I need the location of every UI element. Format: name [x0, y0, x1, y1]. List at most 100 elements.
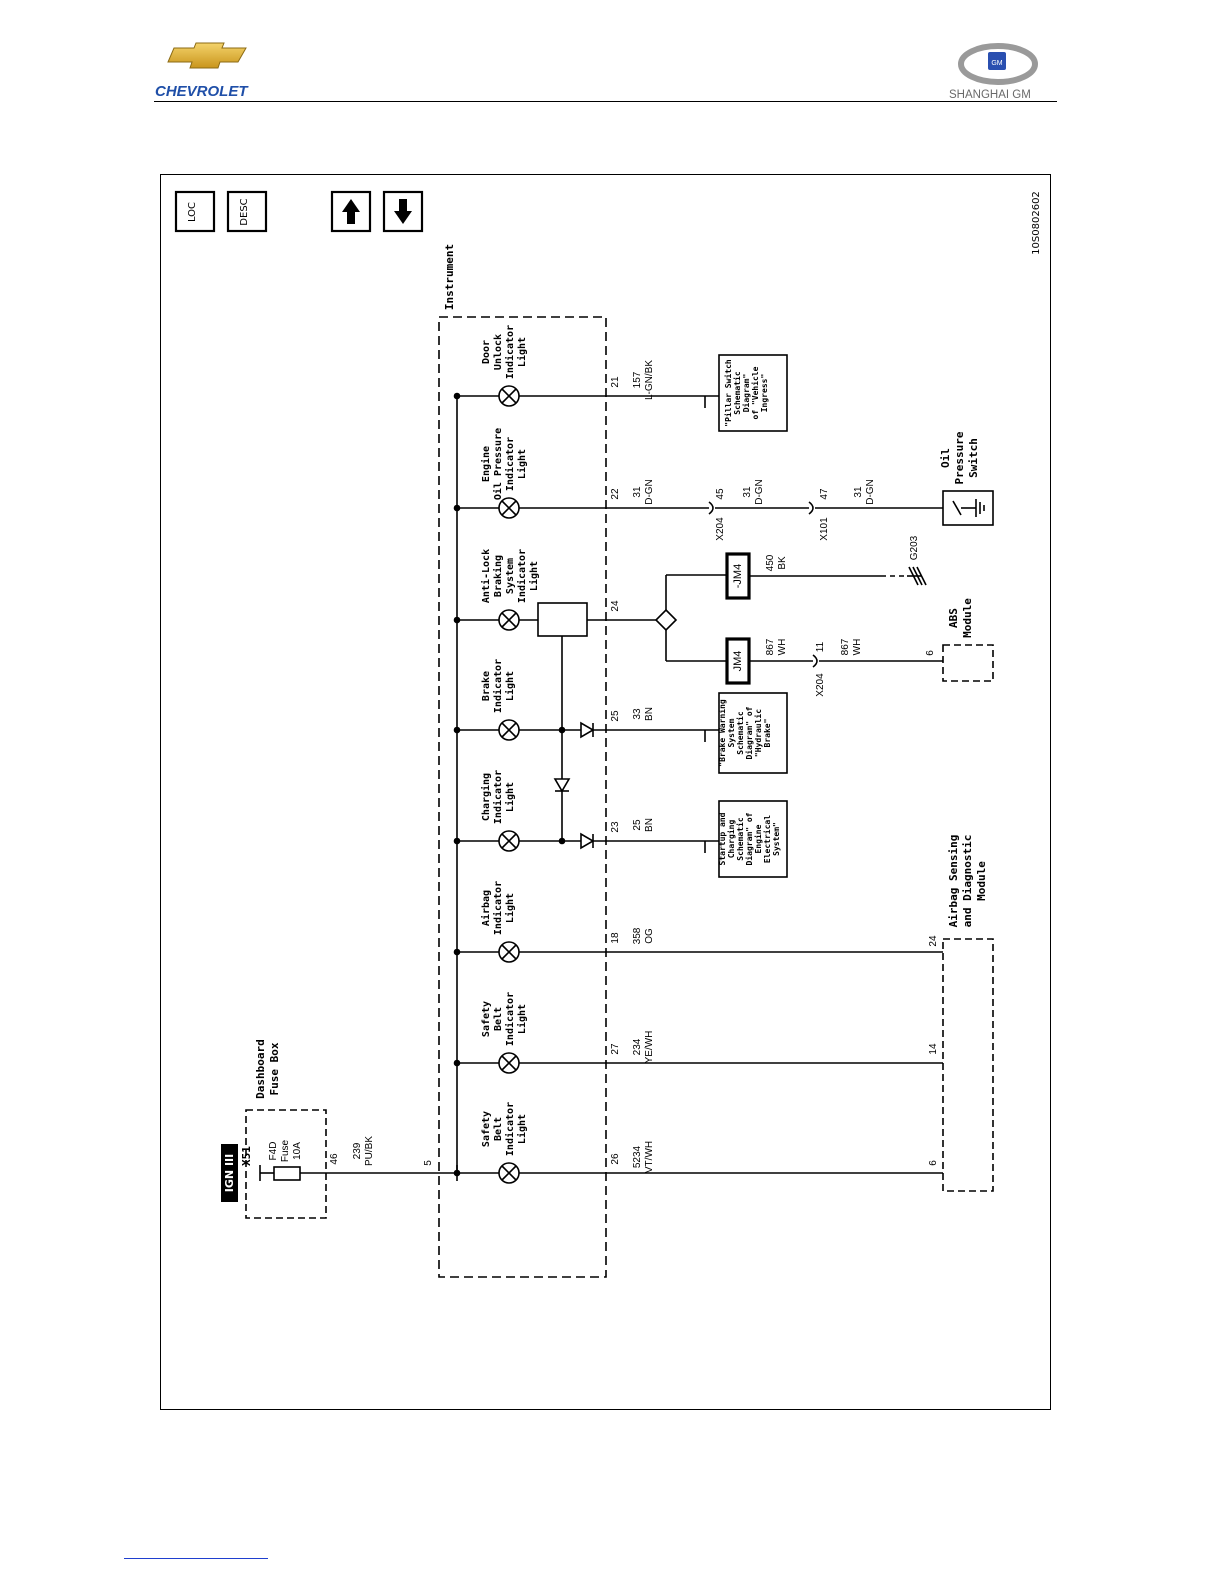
svg-text:Airbag Sensing: Airbag Sensing — [947, 835, 960, 928]
reference-label: "Hydraulic — [753, 709, 763, 757]
reference-label: Schematic — [735, 817, 745, 861]
startup-reference-box[interactable] — [718, 800, 788, 878]
diode-icon — [580, 721, 595, 739]
reference-label: Brake" — [763, 719, 772, 748]
indicator-lamp-icon — [498, 941, 520, 963]
lamp-label: Light — [516, 337, 528, 367]
svg-text:F4D: F4D — [268, 1142, 279, 1161]
wire-label: 157 — [632, 371, 643, 388]
indicator-lamp-icon — [498, 385, 520, 407]
reference-label: of "Vehicle — [750, 366, 760, 419]
pin-label: 21 — [610, 376, 621, 388]
indicator-lamp-icon — [498, 609, 520, 631]
svg-text:WH: WH — [852, 639, 863, 656]
svg-text:D-GN: D-GN — [865, 479, 876, 505]
wire-label: 33 — [632, 708, 643, 720]
lamp-label: Engine — [480, 446, 492, 482]
arrow-up-icon — [342, 199, 360, 224]
wire-label: BN — [644, 818, 655, 832]
figure-id: 10S0802602 — [1031, 191, 1042, 255]
svg-text:G203: G203 — [909, 535, 920, 560]
svg-text:46: 46 — [329, 1153, 340, 1165]
svg-text:X204: X204 — [815, 673, 826, 697]
lamp-label: Light — [516, 449, 528, 479]
reference-label: System" — [772, 822, 781, 856]
svg-text:JM4: JM4 — [732, 651, 744, 672]
lamp-label: Door — [481, 340, 492, 364]
svg-text:31: 31 — [853, 486, 864, 498]
brake-warning-reference-box[interactable] — [718, 692, 788, 774]
fuse-icon — [273, 1166, 301, 1181]
wire-label: YE/WH — [644, 1031, 655, 1064]
ground-g203-icon — [907, 566, 927, 586]
reference-label: System — [727, 718, 736, 747]
abs-module — [942, 644, 994, 682]
svg-text:-JM4: -JM4 — [732, 564, 744, 588]
pillar-switch-reference-box[interactable] — [718, 354, 788, 432]
gm-badge-icon — [988, 52, 1006, 70]
svg-text:PU/BK: PU/BK — [364, 1136, 375, 1166]
svg-text:Pressure: Pressure — [953, 431, 966, 484]
wire-label: 358 — [632, 927, 643, 944]
svg-text:ABS: ABS — [947, 608, 960, 628]
svg-text:Fuse: Fuse — [280, 1139, 291, 1162]
svg-text:5: 5 — [423, 1160, 434, 1166]
lamp-label: Light — [504, 671, 516, 701]
lamp-label: Belt — [493, 1117, 504, 1141]
wire-label: 31 — [632, 486, 643, 498]
lamp-label: Safety — [481, 1001, 492, 1037]
reference-label: Electrical — [762, 815, 772, 863]
chevrolet-wordmark: CHEVROLET — [155, 83, 249, 100]
lamp-label: Indicator — [504, 437, 516, 491]
lamp-label: Braking — [492, 555, 504, 597]
svg-text:X204: X204 — [715, 517, 726, 541]
pin-label: 18 — [610, 932, 621, 944]
svg-text:867: 867 — [840, 638, 851, 655]
lamp-label: Indicator — [504, 992, 516, 1046]
reference-label: Diagram" of — [744, 812, 754, 865]
reference-label: Engine — [753, 824, 763, 853]
lamp-label: Anti-Lock — [480, 549, 492, 603]
svg-text:Module: Module — [961, 598, 974, 638]
reference-label: "Brake Warning — [717, 699, 727, 767]
arrow-down-button[interactable] — [382, 190, 424, 233]
svg-text:X101: X101 — [819, 517, 830, 541]
pin-label: 25 — [610, 710, 621, 722]
fuse-box — [245, 1109, 327, 1219]
svg-text:11: 11 — [815, 641, 826, 652]
svg-text:DESC: DESC — [239, 198, 250, 225]
footer-link-underline — [124, 1558, 268, 1559]
chevrolet-logo: CHEVROLET — [155, 42, 249, 100]
desc-button[interactable]: DESC — [226, 190, 268, 233]
switch-ground-icon — [952, 499, 985, 517]
svg-text:6: 6 — [928, 1160, 939, 1166]
loc-button[interactable]: LOC — [174, 190, 216, 233]
lamp-label: Light — [504, 782, 516, 812]
arrow-up-button[interactable] — [330, 190, 372, 233]
shanghai-gm-wordmark: SHANGHAI GM — [949, 89, 1031, 101]
svg-text:Dashboard: Dashboard — [254, 1039, 267, 1099]
lamp-label: Indicator — [492, 770, 504, 824]
wire-label: 25 — [632, 819, 643, 831]
connector-x204-oil-icon — [708, 501, 714, 515]
svg-text:6: 6 — [925, 650, 936, 656]
splice-icon — [654, 608, 678, 632]
svg-text:45: 45 — [715, 488, 726, 500]
lamp-label: Unlock — [493, 334, 504, 370]
pin-label: 24 — [610, 600, 621, 612]
pin-label: 22 — [610, 488, 621, 500]
reference-label: Schematic — [732, 371, 742, 415]
svg-text:BK: BK — [777, 556, 788, 570]
svg-text:LOC: LOC — [187, 202, 198, 222]
svg-text:IGN III: IGN III — [223, 1154, 236, 1192]
reference-label: Diagram" of — [744, 706, 754, 759]
lamp-label: Light — [528, 561, 540, 591]
junction-jm4-a: JM4 — [725, 637, 751, 685]
